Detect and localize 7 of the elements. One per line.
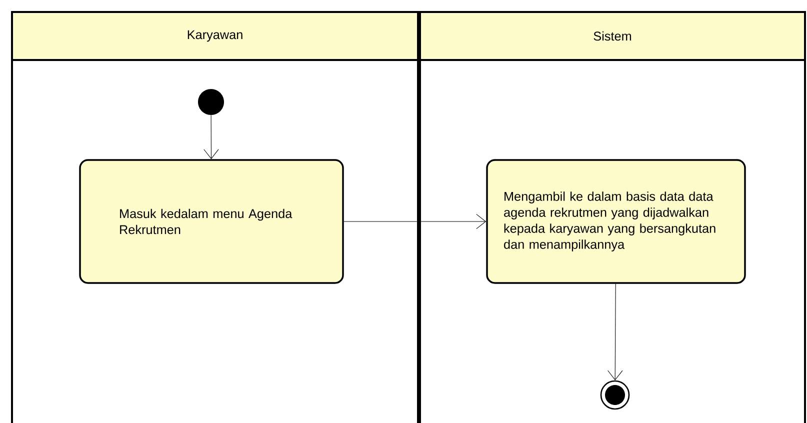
arrow — [344, 214, 486, 230]
arrow — [608, 284, 623, 380]
arrow — [204, 114, 219, 160]
end-node — [600, 380, 630, 410]
start-node — [198, 89, 224, 115]
activity-box: Mengambil ke dalam basis data data agenda rekrutmen yang dijadwalkan kepada karyawan yang bersangkutan dan menampilkannya — [486, 159, 746, 284]
activity-box: Masuk kedalam menu Agenda Rekrutmen — [79, 159, 344, 284]
